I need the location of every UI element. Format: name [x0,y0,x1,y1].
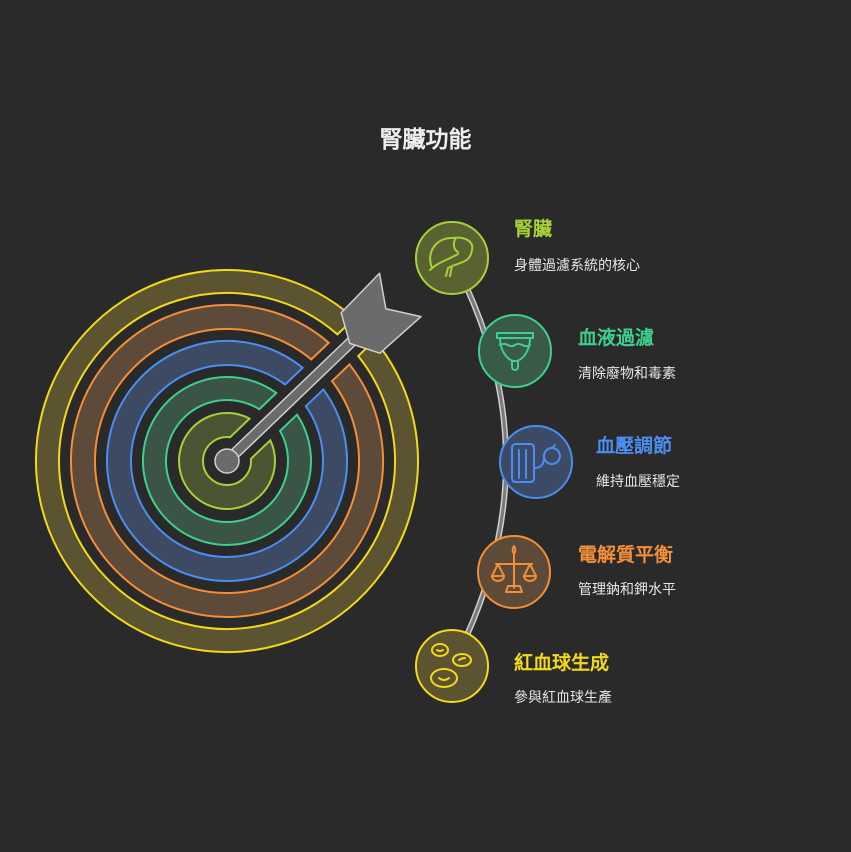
ring-kidney [178,412,276,510]
balance-scale-icon [491,545,537,593]
arrow-tip [214,448,240,474]
node-1 [478,314,552,388]
blood-pressure-cuff-icon [511,443,561,483]
ring-blood-pressure [106,340,348,582]
kidney-icon-glyph [429,236,474,277]
item-desc-electrolyte: 管理鈉和鉀水平 [578,582,676,598]
balance-scale-icon-glyph [491,545,537,593]
ring-filtration [142,376,312,546]
item-label-rbc: 紅血球生成 [514,652,610,674]
item-desc-rbc: 參與紅血球生產 [514,690,612,706]
node-4 [415,629,489,703]
item-desc-blood-pressure: 維持血壓穩定 [596,474,680,490]
filter-cup-icon-glyph [496,332,534,371]
blood-pressure-cuff-icon-glyph [511,443,561,483]
item-label-electrolyte: 電解質平衡 [578,544,674,566]
item-label-kidney: 腎臟 [514,218,553,240]
node-2 [499,425,573,499]
item-label-blood-pressure: 血壓調節 [596,435,673,457]
ring-electrolyte [70,304,384,618]
arrow-fletching [340,272,422,354]
item-desc-filtration: 清除廢物和毒素 [578,366,676,382]
red-blood-cells-icon-glyph [430,643,472,688]
kidney-icon [429,236,474,277]
filter-cup-icon [496,332,534,371]
item-desc-kidney: 身體過濾系統的核心 [514,258,640,274]
red-blood-cells-icon [430,643,472,688]
page-title: 腎臟功能 [379,126,472,153]
ring-red-blood-cells [35,269,419,653]
item-label-filtration: 血液過濾 [578,327,655,349]
